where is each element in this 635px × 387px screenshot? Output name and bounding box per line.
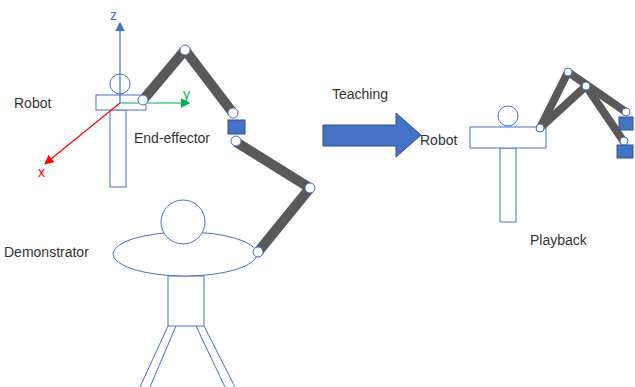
end-effector	[228, 120, 245, 134]
playback-effectors	[617, 117, 633, 158]
caption-label: Playback	[530, 232, 587, 248]
axis-label: z	[110, 7, 117, 23]
robot-right	[470, 106, 546, 222]
playback-arms	[540, 72, 626, 142]
demonstrator-figure	[113, 200, 263, 387]
axis-label: y	[183, 86, 190, 102]
part-label: End-effector	[134, 130, 210, 146]
arrow-label: Teaching	[332, 86, 388, 102]
playback-joints	[536, 68, 630, 145]
robot-label: Robot	[420, 132, 457, 148]
demonstrator-arm	[236, 142, 310, 252]
robot-label: Robot	[14, 95, 51, 111]
joints	[138, 45, 315, 257]
axis-label: x	[38, 164, 45, 180]
block-arrow	[323, 113, 421, 157]
robot-arm	[143, 50, 233, 113]
figure-label: Demonstrator	[4, 244, 89, 260]
